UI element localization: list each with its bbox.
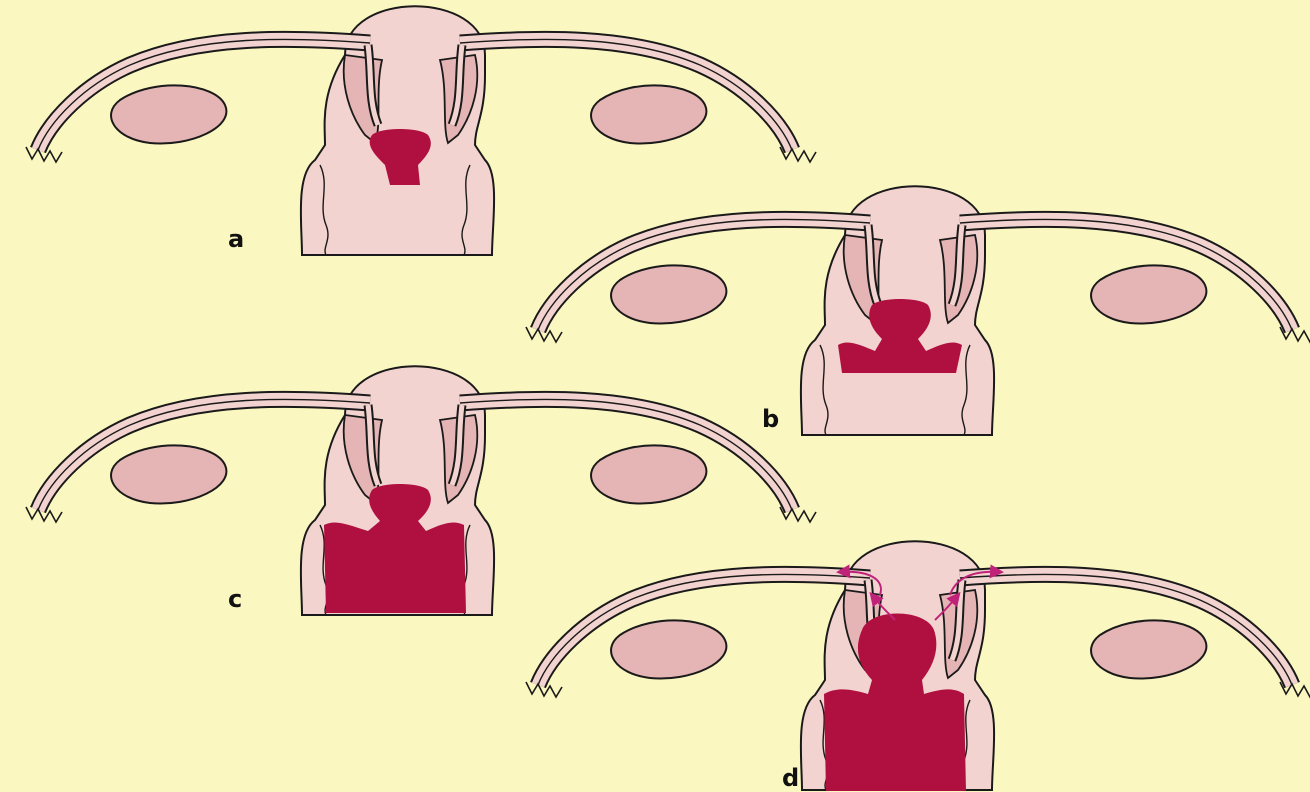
panel-label-d: d	[782, 764, 799, 792]
panel-label-b: b	[762, 405, 779, 433]
panel-b	[526, 186, 1310, 435]
panel-label-c: c	[228, 585, 242, 613]
panel-d	[526, 541, 1310, 791]
panel-label-a: a	[228, 225, 244, 253]
